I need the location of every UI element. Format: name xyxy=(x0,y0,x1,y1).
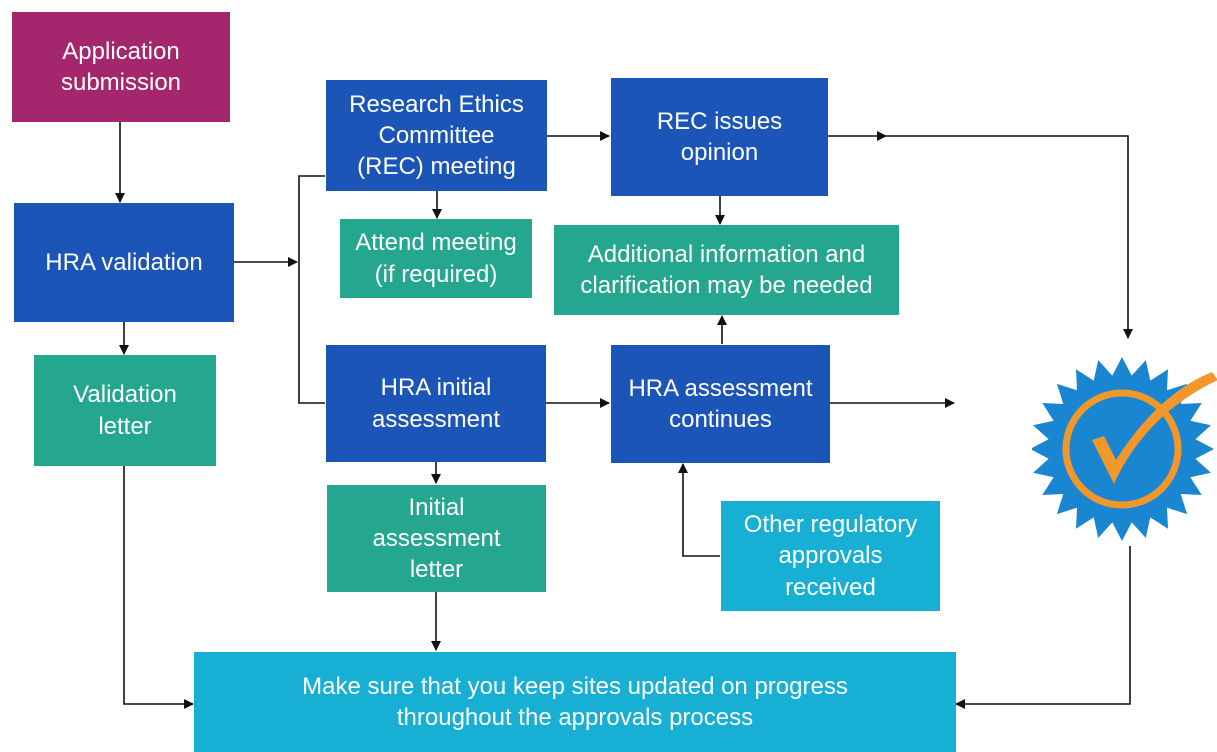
arrow-opinion-to-badge xyxy=(886,135,1133,339)
arrow-badge-to-sites xyxy=(955,546,1131,709)
node-line: letter xyxy=(409,556,464,584)
node-line: Validation xyxy=(73,381,177,409)
node-line: letter xyxy=(98,412,152,440)
node-line: Application xyxy=(62,37,180,65)
node-line: HRA assessment xyxy=(628,374,813,402)
arrow-other-to-continues xyxy=(678,463,720,557)
initial-assessment-letter-box: Initial assessment letter xyxy=(327,485,546,592)
additional-info-box: Additional information and clarification… xyxy=(554,225,899,315)
node-line: Initial xyxy=(408,493,465,521)
node-line: Additional information and xyxy=(587,240,866,268)
node-line: Research Ethics xyxy=(349,90,524,118)
node-line: (if required) xyxy=(374,260,498,288)
hra-validation-box: HRA validation xyxy=(14,203,234,322)
node-line: Committee xyxy=(378,121,495,149)
node-line: Attend meeting xyxy=(355,229,517,257)
keep-sites-updated-box: Make sure that you keep sites updated on… xyxy=(194,652,956,752)
node-line: received xyxy=(785,573,876,601)
node-line: assessment xyxy=(371,405,501,433)
node-line: continues xyxy=(669,406,772,433)
approval-checkmark-badge-icon xyxy=(1032,357,1217,541)
node-line: throughout the approvals process xyxy=(396,704,754,731)
node-line: HRA initial xyxy=(380,374,492,402)
badge-burst xyxy=(1032,357,1214,541)
node-line: assessment xyxy=(372,524,501,552)
node-line: opinion xyxy=(680,139,759,166)
node-line: Other regulatory xyxy=(743,511,918,539)
validation-letter-box: Validation letter xyxy=(34,355,216,466)
branch-connector xyxy=(298,175,325,404)
node-line: REC issues xyxy=(656,107,783,135)
badge-check xyxy=(1092,372,1217,484)
node-line: HRA validation xyxy=(45,248,203,276)
hra-initial-assessment-box: HRA initial assessment xyxy=(326,345,546,462)
node-line: Make sure that you keep sites updated on… xyxy=(302,672,848,700)
arrow-validation-letter-to-sites xyxy=(123,466,194,709)
node-line: submission xyxy=(60,69,182,96)
node-line: approvals xyxy=(778,542,883,570)
application-submission-box: Application submission xyxy=(12,12,230,122)
rec-opinion-box: REC issues opinion xyxy=(611,78,828,196)
attend-meeting-box: Attend meeting (if required) xyxy=(340,219,532,298)
other-approvals-box: Other regulatory approvals received xyxy=(721,501,940,611)
rec-meeting-box: Research Ethics Committee (REC) meeting xyxy=(326,80,547,191)
node-line: (REC) meeting xyxy=(357,153,516,181)
badge-ring xyxy=(1062,389,1182,509)
hra-assessment-continues-box: HRA assessment continues xyxy=(611,345,830,463)
node-line: clarification may be needed xyxy=(580,272,873,299)
